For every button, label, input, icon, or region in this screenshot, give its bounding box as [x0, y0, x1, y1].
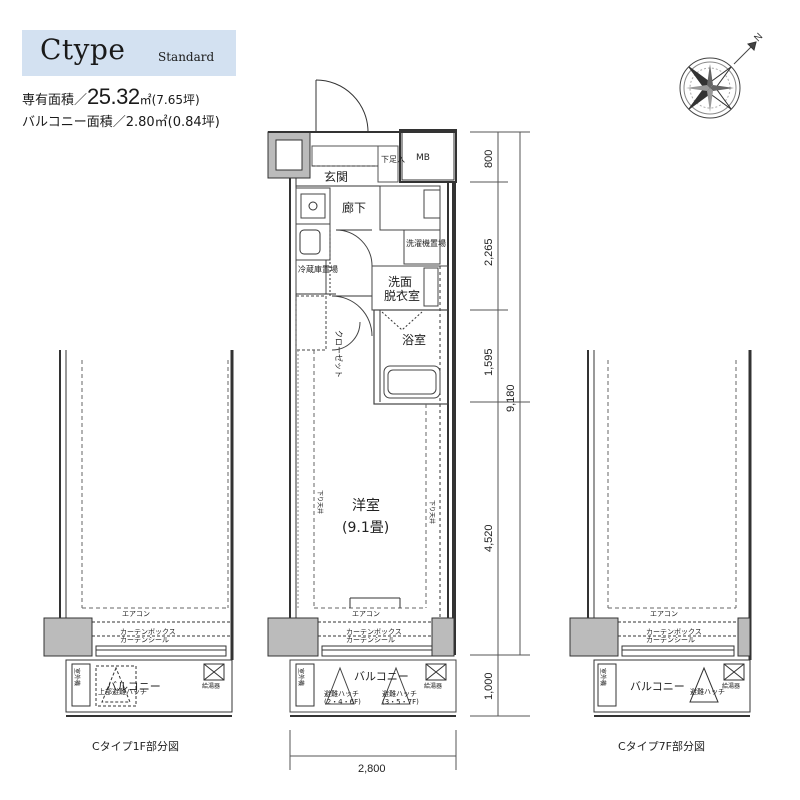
outdoor-unit-label-main: 室外機 [297, 668, 305, 686]
hatch-label-7f: 避難ハッチ [690, 687, 725, 696]
curtain-box-label-main: カーテンボックス [346, 628, 402, 636]
room-label-entrance: 玄関 [324, 169, 348, 184]
partial-plan-1f [43, 350, 234, 717]
room-label-size: (9.1畳) [342, 520, 389, 536]
dimension-lines [289, 131, 530, 770]
room-label-mb: MB [416, 153, 430, 163]
dim-9180: 9,180 [505, 384, 517, 412]
entrance-door [310, 79, 380, 133]
hatch-floors-2: (3・5・7F) [382, 698, 419, 706]
partial-plan-7f [569, 350, 752, 717]
room-label-bath: 浴室 [402, 332, 426, 347]
balcony-main [289, 659, 457, 717]
lower-ceiling-label-right: 下り天井 [428, 500, 436, 524]
room-label-fridge: 冷蔵庫置場 [298, 264, 338, 274]
outdoor-unit-label-7f: 室外機 [599, 668, 607, 686]
water-heater-label-main: 給湯器 [424, 682, 442, 690]
upper-hatch-label-1f: 上部避難ハッチ [98, 687, 147, 696]
header-background [22, 30, 236, 76]
aircon-label-1f: エアコン [122, 610, 150, 618]
dim-800: 800 [483, 150, 495, 168]
curtain-box-label-1f: カーテンボックス [120, 628, 176, 636]
balcony-label-main: バルコニー [354, 670, 409, 683]
dim-1595: 1,595 [483, 348, 495, 376]
curtain-box-label-7f: カーテンボックス [646, 628, 702, 636]
balcony-label-1f: バルコニー [106, 680, 161, 693]
balcony-area: バルコニー面積／2.80㎡(0.84坪) [22, 115, 220, 130]
balcony-label-7f: バルコニー [630, 680, 685, 693]
caption-1f: Cタイプ1F部分図 [92, 740, 180, 753]
room-label-hallway: 廊下 [342, 200, 366, 215]
caption-7f: Cタイプ7F部分図 [618, 740, 706, 753]
curtain-seal-label-main: カーテンシール [346, 636, 395, 644]
room-label-shoe-box: 下足入 [381, 155, 405, 164]
grade-label: Standard [158, 50, 215, 64]
outdoor-unit-label-1f: 室外機 [73, 668, 81, 686]
dim-1000: 1,000 [483, 672, 495, 700]
hatch-label-2: 避難ハッチ [382, 689, 417, 698]
bath-block [371, 185, 449, 405]
hatch-label-1: 避難ハッチ [324, 689, 359, 698]
private-area: 専有面積／25.32㎡(7.65坪) [22, 84, 200, 110]
water-heater-label-7f: 給湯器 [722, 682, 740, 690]
lower-ceiling-label-left: 下り天井 [316, 490, 324, 514]
type-title: Ctype [40, 33, 126, 66]
dim-2800: 2,800 [358, 763, 386, 775]
curtain-seal-label-1f: カーテンシール [120, 636, 169, 644]
water-heater-label-1f: 給湯器 [202, 682, 220, 690]
dim-2265: 2,265 [483, 238, 495, 266]
private-area-label: 専有面積／ [22, 93, 88, 108]
hatch-floors-1: (2・4・6F) [324, 698, 361, 706]
private-area-unit: ㎡(7.65坪) [139, 93, 200, 107]
room-label-western: 洋室 [352, 497, 380, 514]
room-label-washer: 洗濯機置場 [406, 238, 446, 248]
compass-icon [679, 41, 757, 119]
room-label-closet: クローゼット [334, 330, 344, 378]
kitchen-unit [295, 187, 336, 351]
aircon-label-7f: エアコン [650, 610, 678, 618]
room-label-washroom-2: 脱衣室 [384, 288, 420, 303]
curtain-seal-label-7f: カーテンシール [646, 636, 695, 644]
private-area-value: 25.32 [87, 84, 140, 109]
aircon-label-main: エアコン [352, 610, 380, 618]
room-label-washroom-1: 洗面 [388, 275, 412, 289]
dim-4520: 4,520 [483, 524, 495, 552]
